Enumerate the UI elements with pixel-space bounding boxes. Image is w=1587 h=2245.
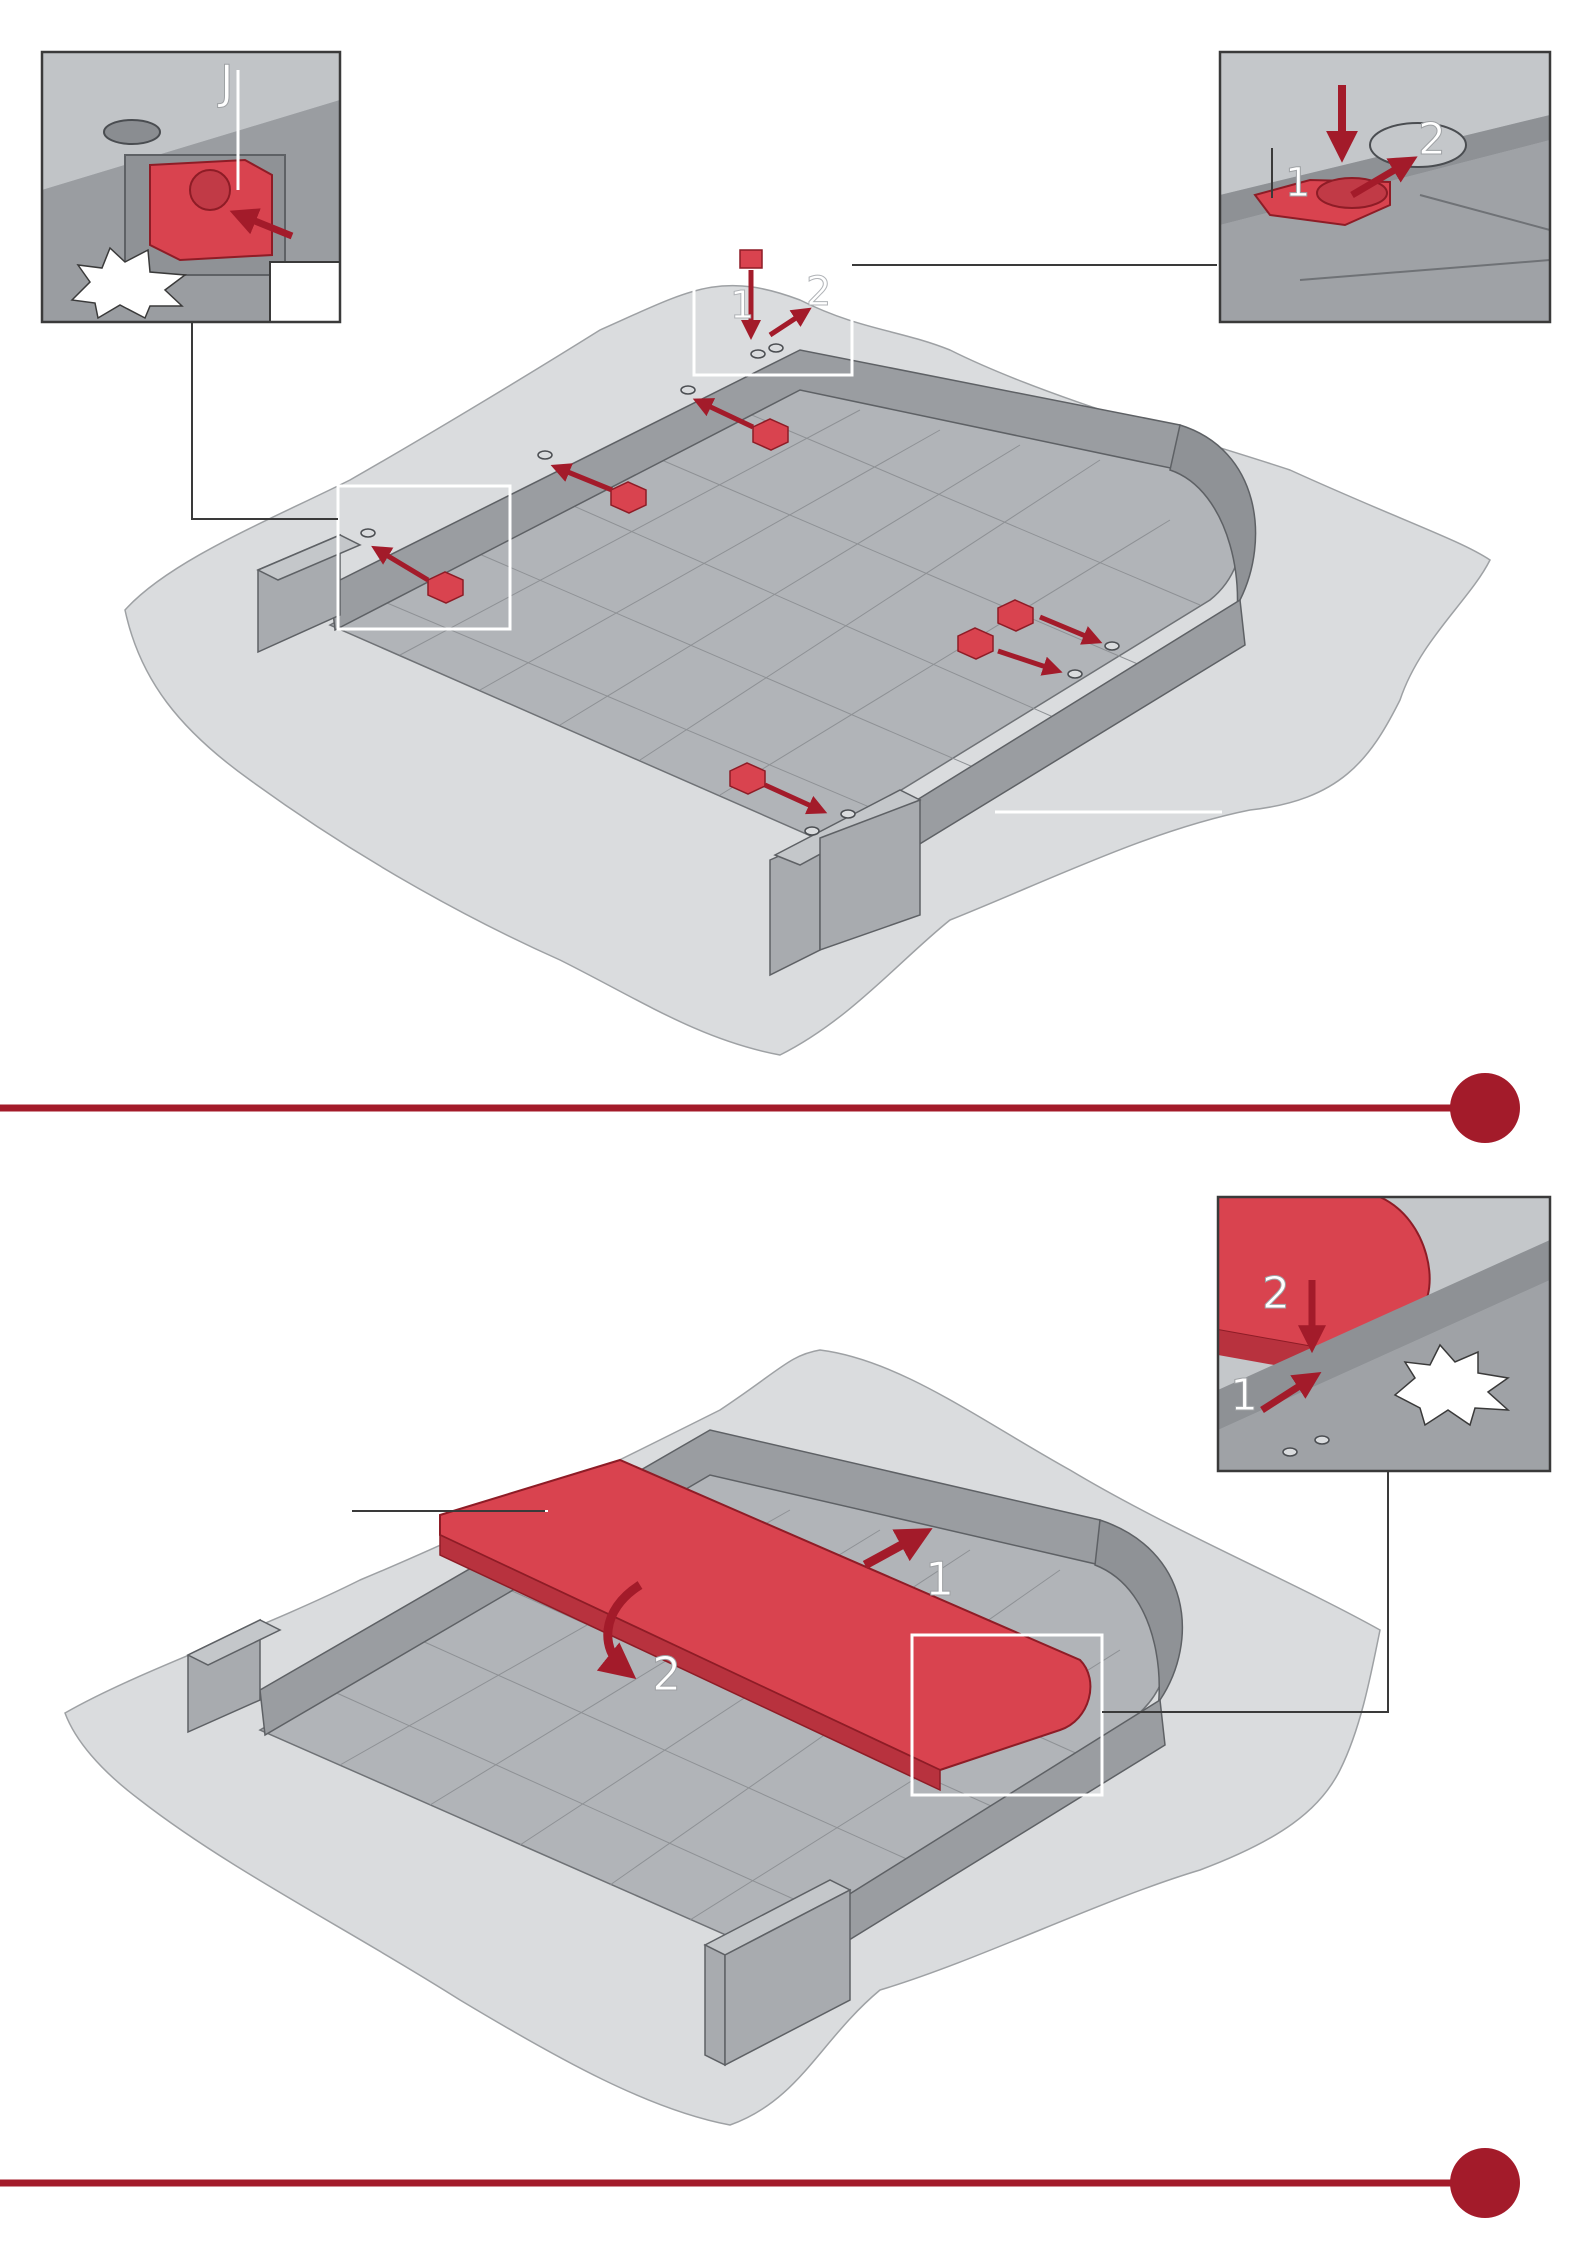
step2-step-1: 1 [925,1552,954,1606]
callout-part-label: J [217,55,234,109]
callout-right-step-1: 1 [1285,160,1310,206]
step2-step-2: 2 [652,1647,681,1701]
leader-line-left [192,322,338,519]
center-step-2: 2 [806,269,831,315]
step-divider-2 [0,2148,1520,2218]
callout-bottom-step-2: 2 [1262,1268,1290,1319]
center-step-1: 1 [730,283,754,327]
step-marker-circle [1450,1073,1520,1143]
callout-bottom-step-1: 1 [1230,1370,1258,1421]
clip-part-top [740,250,762,268]
step-divider-1 [0,1073,1520,1143]
callout-right-step-2: 2 [1418,114,1446,165]
step-marker-circle-2 [1450,2148,1520,2218]
step2-illustration: 1 2 [65,1350,1388,2125]
callout-top-left: J [42,52,340,322]
callout-bottom-right: 2 1 [1218,1197,1550,1471]
step1-illustration: 1 2 [125,233,1490,1055]
callout-top-right: 1 2 [1220,52,1550,322]
